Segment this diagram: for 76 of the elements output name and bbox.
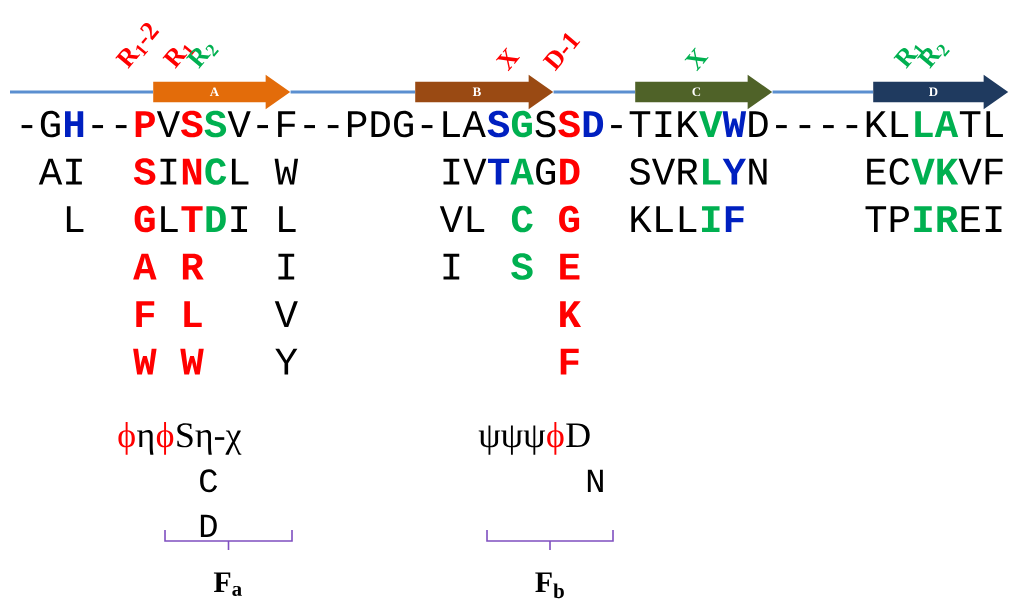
motif-text: N xyxy=(587,469,603,492)
residue-annotation: D-1 xyxy=(542,33,581,72)
sequence-text: F xyxy=(560,348,579,375)
sequence-text: T xyxy=(181,206,203,232)
sequence-text: Y xyxy=(722,158,746,185)
motif-text: ϕ xyxy=(547,422,564,455)
sequence-text: S xyxy=(133,158,156,185)
sequence-text: T xyxy=(488,158,510,185)
sequence-text: I xyxy=(160,158,177,185)
sequence-text: I xyxy=(702,206,720,232)
sequence-text: P xyxy=(135,111,155,137)
sequence-text: KLL xyxy=(631,206,697,232)
sequence-text: H xyxy=(65,111,84,137)
sequence-text: SVR xyxy=(629,158,698,185)
sequence-text: A xyxy=(510,158,534,185)
sequence-text: S xyxy=(558,110,580,138)
sequence-text: A xyxy=(133,253,157,280)
sequence-text: VL xyxy=(439,206,485,232)
sequence-text: N xyxy=(749,158,767,185)
sequence-text: L xyxy=(184,301,202,327)
motif-text: ψψψ xyxy=(478,425,546,455)
sequence-text: -- xyxy=(92,125,127,129)
sequence-text: W xyxy=(722,111,747,137)
sequence-text: C xyxy=(511,205,533,233)
sequence-text: D xyxy=(560,158,580,185)
sequence-text: F xyxy=(136,301,155,327)
sequence-text: R xyxy=(182,253,204,280)
sequence-text: IV xyxy=(443,158,487,185)
sequence-text: I xyxy=(231,206,247,232)
motif-text: D xyxy=(566,423,590,448)
sequence-text: S xyxy=(511,253,533,280)
sequence-text: I xyxy=(278,253,295,280)
sequence-text: L xyxy=(703,158,721,185)
sequence-text: K xyxy=(560,301,582,327)
sequence-text: L xyxy=(231,158,249,185)
sequence-text: W xyxy=(274,158,299,185)
sequence-text: L xyxy=(66,206,84,232)
sequence-text: D xyxy=(583,111,604,137)
sequence-text: Y xyxy=(275,348,298,375)
sequence-text: W xyxy=(133,348,157,375)
sequence-text: F xyxy=(725,206,744,232)
motif-text: ϕ xyxy=(156,422,174,455)
motif-text: ϕ xyxy=(118,422,135,455)
backbone-line xyxy=(290,90,415,94)
region-label: F$_{a}$ xyxy=(213,572,242,596)
sequence-text: W xyxy=(180,348,204,375)
sequence-text: G xyxy=(559,205,580,233)
sequence-text: N xyxy=(182,158,202,185)
sequence-text: D xyxy=(206,206,226,232)
sequence-text: V xyxy=(274,301,298,327)
sequence-text: -G xyxy=(21,110,60,138)
sequence-text: V-F--PDG-LA xyxy=(227,110,486,138)
sequence-text: VF xyxy=(958,158,1003,185)
backbone-line xyxy=(553,90,635,94)
sequence-text: G xyxy=(134,205,155,233)
motif-text: η xyxy=(137,430,154,455)
sequence-text: IR xyxy=(914,206,959,232)
sequence-text: D----KL xyxy=(749,111,909,137)
backbone-line xyxy=(772,90,873,94)
region-label: F$_{b}$ xyxy=(535,572,564,599)
sequence-text: VK xyxy=(911,158,959,185)
sequence-text: EI xyxy=(961,206,1002,232)
sequence-text: G xyxy=(511,110,532,138)
sequence-text: G xyxy=(536,158,556,185)
sequence-text: C xyxy=(205,158,227,185)
motif-text: D xyxy=(200,514,217,537)
sequence-text: EC xyxy=(867,158,910,185)
sequence-text: TP xyxy=(865,206,909,232)
sequence-text: L xyxy=(279,206,296,232)
motif-text: Sη-χ xyxy=(177,423,242,455)
motif-text: C xyxy=(200,469,218,493)
sequence-text: AI xyxy=(38,158,82,185)
sequence-text: L xyxy=(161,206,178,232)
sequence-text: E xyxy=(560,253,580,280)
sequence-text: I xyxy=(443,253,460,280)
sequence-text: S xyxy=(535,110,556,138)
